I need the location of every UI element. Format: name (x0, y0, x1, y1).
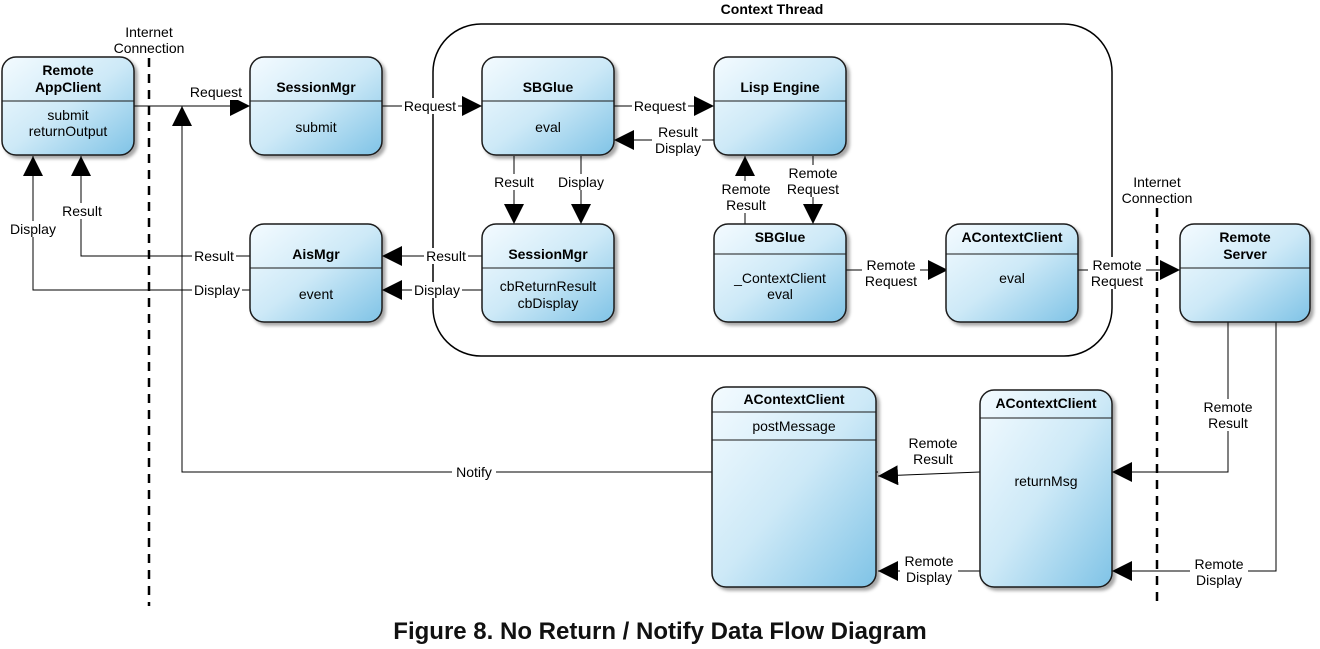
label-result-ais: Result (194, 248, 234, 264)
boundary-right-label-1: Internet (1133, 174, 1181, 190)
label-remote-result-srv-1: Remote (1203, 399, 1252, 415)
label-remote-result-post-2: Result (913, 451, 953, 467)
flow-display-app (23, 156, 250, 291)
node-sbglue-mid: SBGlue _ContextClient eval (713, 223, 847, 323)
label-result-sess: Result (426, 248, 466, 264)
node-acontextclient-postmessage: AContextClient postMessage (711, 386, 877, 588)
label-request-2: Request (404, 98, 456, 114)
label-remote-request-mid-1: Remote (866, 257, 915, 273)
svg-text:SessionMgr: SessionMgr (508, 246, 588, 262)
label-remote-display-srv-2: Display (1196, 572, 1242, 588)
context-thread-frame (432, 23, 1113, 357)
flow-remote-display-srv (1112, 320, 1277, 581)
svg-text:AContextClient: AContextClient (961, 229, 1062, 245)
label-remote-result-up-1: Remote (721, 181, 770, 197)
label-display-app: Display (10, 221, 56, 237)
label-remote-display-srv-1: Remote (1194, 556, 1243, 572)
boundary-left-label-1: Internet (125, 24, 173, 40)
svg-text:event: event (299, 286, 333, 302)
svg-text:eval: eval (999, 270, 1025, 286)
svg-text:eval: eval (767, 286, 793, 302)
label-sb-display: Display (558, 174, 604, 190)
boundary-left-label-2: Connection (114, 40, 185, 56)
label-remote-result-post-1: Remote (908, 435, 957, 451)
boundary-right-label-2: Connection (1122, 190, 1193, 206)
node-acontextclient-returnmsg: AContextClient returnMsg (979, 389, 1113, 588)
svg-text:AContextClient: AContextClient (995, 395, 1096, 411)
flow-result-app (71, 156, 250, 257)
svg-text:returnOutput: returnOutput (29, 123, 108, 139)
node-remote-appclient: Remote AppClient submit returnOutput (1, 56, 135, 156)
svg-text:Remote: Remote (42, 62, 94, 78)
node-sessionmgr-top: SessionMgr submit (249, 56, 383, 156)
svg-text:returnMsg: returnMsg (1014, 473, 1077, 489)
label-result-app: Result (62, 203, 102, 219)
svg-text:AisMgr: AisMgr (292, 246, 340, 262)
label-request-1: Request (190, 84, 242, 100)
flow-notify (172, 106, 712, 473)
label-remote-request-mid-2: Request (865, 273, 917, 289)
figure-caption: Figure 8. No Return / Notify Data Flow D… (393, 618, 927, 645)
svg-text:submit: submit (47, 107, 88, 123)
label-notify: Notify (456, 464, 492, 480)
node-sbglue-top: SBGlue eval (481, 56, 615, 156)
flow-remote-result-post (877, 465, 981, 486)
label-sb-result: Result (494, 174, 534, 190)
svg-text:Lisp Engine: Lisp Engine (740, 79, 820, 95)
label-remote-request-down-2: Request (787, 181, 839, 197)
data-flow-diagram: Context Thread Internet Connection Inter… (1, 1, 1311, 606)
label-remote-result-srv-2: Result (1208, 415, 1248, 431)
svg-text:AppClient: AppClient (35, 79, 101, 95)
label-display-sess: Display (414, 282, 460, 298)
flow-remote-result-srv (1112, 320, 1229, 482)
label-remote-request-down-1: Remote (788, 165, 837, 181)
svg-text:Server: Server (1223, 246, 1267, 262)
svg-text:SessionMgr: SessionMgr (276, 79, 356, 95)
node-aismgr: AisMgr event (249, 223, 383, 323)
label-remote-result-up-2: Result (726, 197, 766, 213)
svg-text:SBGlue: SBGlue (755, 229, 806, 245)
svg-text:_ContextClient: _ContextClient (733, 270, 826, 286)
connector-labels: Request Request Request Result Display R… (8, 84, 1256, 588)
svg-text:postMessage: postMessage (752, 418, 835, 434)
node-acontextclient-mid: AContextClient eval (945, 223, 1079, 323)
label-remote-request-out-2: Request (1091, 273, 1143, 289)
label-remote-request-out-1: Remote (1092, 257, 1141, 273)
node-remote-server: Remote Server (1179, 223, 1311, 323)
svg-text:eval: eval (535, 119, 561, 135)
label-remote-display-post-1: Remote (904, 553, 953, 569)
node-sessionmgr-mid: SessionMgr cbReturnResult cbDisplay (481, 223, 615, 323)
svg-text:cbReturnResult: cbReturnResult (500, 278, 597, 294)
svg-text:Remote: Remote (1219, 229, 1271, 245)
label-display-ais: Display (194, 282, 240, 298)
svg-text:cbDisplay: cbDisplay (518, 295, 579, 311)
label-remote-display-post-2: Display (906, 569, 952, 585)
svg-text:SBGlue: SBGlue (523, 79, 574, 95)
node-lisp-engine: Lisp Engine (713, 56, 847, 156)
label-result-display-1: Result (658, 124, 698, 140)
label-result-display-2: Display (655, 140, 701, 156)
context-thread-title: Context Thread (721, 1, 824, 17)
label-request-3: Request (634, 98, 686, 114)
svg-text:submit: submit (295, 119, 336, 135)
svg-text:AContextClient: AContextClient (743, 391, 844, 407)
